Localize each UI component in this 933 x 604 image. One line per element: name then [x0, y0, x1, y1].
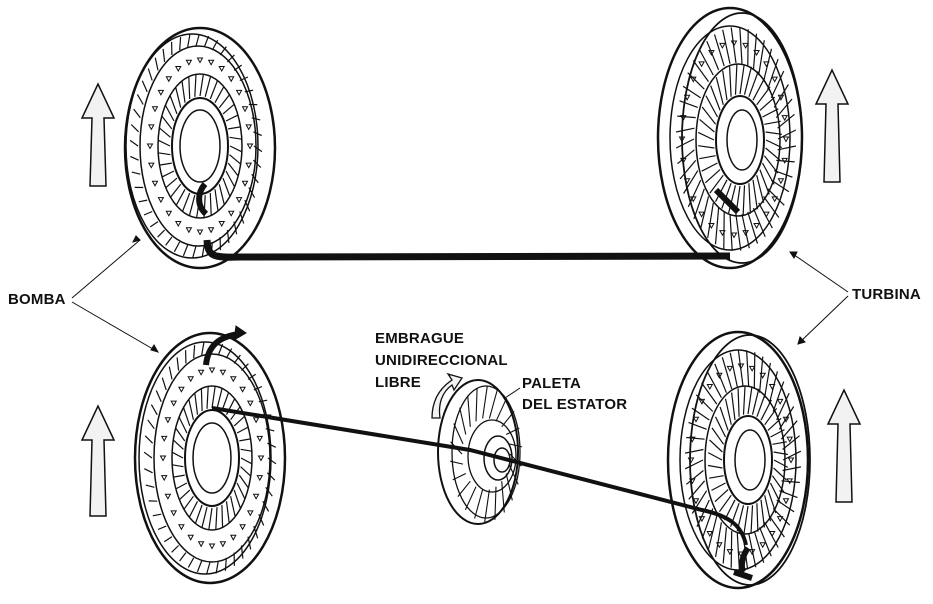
stator-blade-label-line2: DEL ESTATOR	[522, 395, 627, 414]
pump-wheel-bottom	[135, 326, 285, 583]
fluid-flow-line-top	[207, 240, 730, 257]
blade	[201, 389, 202, 411]
pump-wheel-top	[125, 28, 275, 268]
one-way-clutch-label-line1: EMBRAGUE	[375, 329, 464, 348]
rotation-arrow-icon	[82, 84, 114, 186]
stator-blade-label-line1: PALETA	[522, 374, 581, 393]
turbine-label: TURBINA	[852, 285, 921, 304]
turbine-wheel-top	[658, 8, 802, 268]
rotation-arrow-icon	[82, 406, 114, 516]
pump-label: BOMBA	[8, 290, 66, 309]
blade	[754, 352, 755, 389]
rotation-arrow-icon	[816, 70, 848, 182]
turbine-wheel-bottom	[668, 332, 810, 588]
rotation-arrow-icon	[828, 390, 860, 502]
one-way-clutch-label-line2: UNIDIRECCIONAL	[375, 351, 508, 370]
blade	[222, 505, 223, 527]
one-way-clutch-label-line3: LIBRE	[375, 373, 421, 392]
